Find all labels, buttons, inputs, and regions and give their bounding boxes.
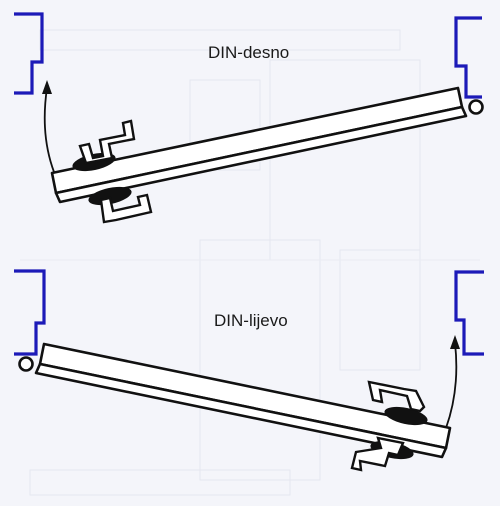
hinge-circle-icon [468, 99, 484, 115]
gasket-bottom [88, 186, 132, 206]
swing-arrow-head [42, 80, 52, 94]
door-leaf-inner [54, 105, 468, 204]
label-din-desno: DIN-desno [208, 43, 289, 62]
swing-arrow-icon [43, 87, 55, 173]
upper-bracket-shape [78, 119, 136, 165]
right-wall-frame [454, 16, 482, 99]
din-lijevo-group: DIN-lijevo [14, 269, 484, 472]
left-wall-frame [14, 12, 44, 95]
swing-arrow-icon-bottom [445, 342, 458, 429]
hinge-circle-icon-bottom [18, 356, 34, 372]
door-leaf-outer-bottom [38, 342, 452, 450]
swing-arrow-head-bottom [450, 335, 460, 349]
right-wall-frame-bottom [454, 270, 484, 356]
door-leaf-inner-bottom [34, 362, 448, 459]
upper-bracket-shape-bottom [367, 380, 426, 413]
din-desno-group: DIN-desno [14, 12, 484, 224]
background-watermark [20, 29, 480, 496]
lower-bracket-shape-bottom [350, 436, 405, 472]
left-wall-frame-bottom [14, 269, 46, 356]
lower-bracket-shape [99, 193, 153, 224]
label-din-lijevo: DIN-lijevo [214, 311, 288, 330]
